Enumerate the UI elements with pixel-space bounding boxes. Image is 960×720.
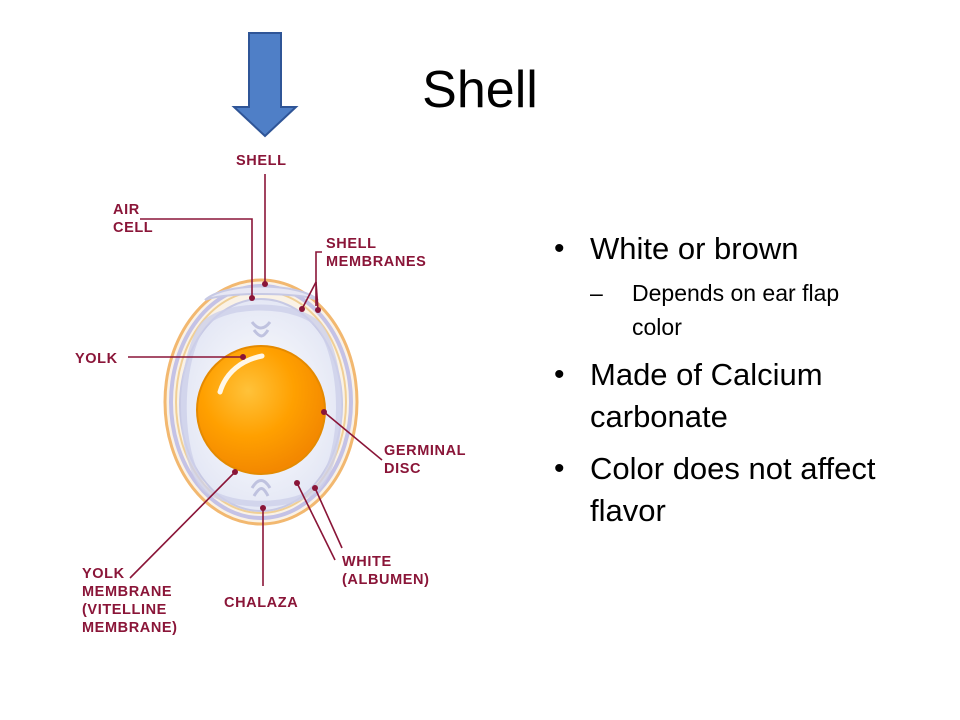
leader-lines — [128, 174, 383, 586]
bullet-item: Color does not affect flavor — [552, 448, 952, 532]
bullet-item: Made of Calcium carbonate — [552, 354, 952, 438]
slide-title: Shell — [422, 61, 538, 119]
label-air-cell-line1: AIR — [113, 202, 140, 218]
bullet-item: White or brown Depends on ear flap color — [552, 228, 952, 344]
label-yolk-membrane-line1: YOLK — [82, 566, 125, 582]
pointer-dots — [232, 281, 327, 511]
label-yolk-membrane-line4: MEMBRANE) — [82, 620, 178, 636]
label-yolk-membrane-line3: (VITELLINE — [82, 602, 167, 618]
label-shell: SHELL — [236, 153, 287, 169]
label-air-cell-line2: CELL — [113, 220, 153, 236]
chalaza-top — [250, 321, 272, 338]
bullet-list: White or brown Depends on ear flap color… — [552, 228, 952, 542]
label-white-line2: (ALBUMEN) — [342, 572, 430, 588]
thick-albumen-outline — [180, 304, 342, 507]
egg-diagram: SHELL AIR CELL SHELL MEMBRANES YOLK GERM… — [75, 32, 466, 636]
sub-bullet-item: Depends on ear flap color — [590, 276, 872, 344]
label-yolk: YOLK — [75, 351, 118, 367]
yolk-highlight — [217, 353, 265, 395]
label-shell-membranes-line1: SHELL — [326, 236, 377, 252]
chalaza-bottom — [250, 479, 272, 497]
label-chalaza: CHALAZA — [224, 595, 298, 611]
label-shell-membranes-line2: MEMBRANES — [326, 254, 426, 270]
yolk — [196, 345, 326, 475]
sub-bullet-list: Depends on ear flap color — [590, 276, 952, 344]
label-yolk-membrane-line2: MEMBRANE — [82, 584, 172, 600]
pointer-arrow-icon — [231, 32, 299, 138]
bullet-text: White or brown — [590, 231, 799, 266]
label-germinal-disc-line2: DISC — [384, 461, 421, 477]
label-germinal-disc-line1: GERMINAL — [384, 443, 466, 459]
label-white-line1: WHITE — [342, 554, 392, 570]
